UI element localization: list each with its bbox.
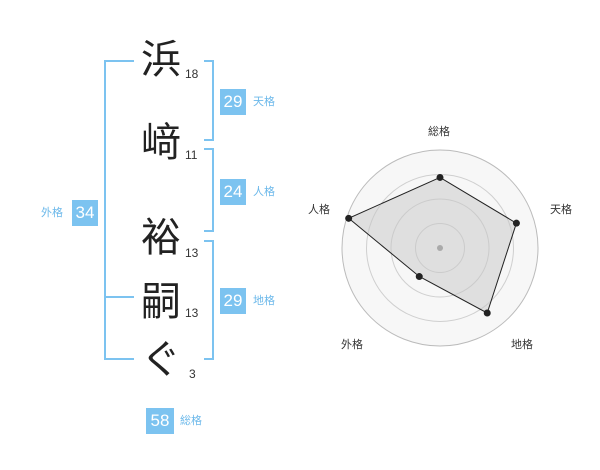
stroke-count-2: 11 — [185, 148, 198, 162]
chikaku-bracket — [204, 240, 214, 360]
soukaku-label: 総格 — [180, 414, 202, 427]
tenkaku-bracket — [204, 60, 214, 141]
jinkaku-label: 人格 — [253, 185, 275, 198]
radar-point-4 — [415, 273, 423, 281]
radar-label-chikaku: 地格 — [511, 338, 533, 351]
radar-point-1 — [436, 173, 444, 181]
chikaku-value: 29 — [220, 288, 246, 314]
stroke-count-1: 18 — [185, 67, 199, 81]
name-char-5: ぐ — [141, 337, 181, 383]
radar-point-5 — [345, 214, 353, 222]
stroke-count-3: 13 — [185, 246, 199, 260]
fortune-radar-chart — [341, 149, 539, 347]
radar-point-3 — [483, 309, 491, 317]
radar-point-2 — [512, 219, 520, 227]
tenkaku-value: 29 — [220, 89, 246, 115]
name-char-1: 浜 — [141, 37, 181, 83]
tenkaku-label: 天格 — [253, 95, 275, 108]
jinkaku-bracket — [204, 148, 214, 232]
name-char-3: 裕 — [141, 215, 181, 261]
jinkaku-value: 24 — [220, 179, 246, 205]
name-char-4: 嗣 — [141, 279, 181, 325]
radar-label-gaikaku: 外格 — [341, 338, 363, 351]
radar-label-soukaku: 総格 — [428, 125, 450, 138]
radar-value-polygon — [347, 176, 517, 314]
gaikaku-value: 34 — [72, 200, 98, 226]
chikaku-label: 地格 — [253, 294, 275, 307]
stroke-count-5: 3 — [189, 367, 196, 381]
gaikaku-bracket-tick — [104, 296, 134, 298]
stroke-count-4: 13 — [185, 306, 199, 320]
name-char-2: 﨑 — [141, 120, 181, 166]
gaikaku-label: 外格 — [41, 206, 63, 219]
gaikaku-bracket — [104, 60, 134, 360]
radar-label-jinkaku: 人格 — [308, 203, 330, 216]
radar-label-tenkaku: 天格 — [550, 203, 572, 216]
radar-center-dot — [437, 245, 443, 251]
soukaku-value: 58 — [146, 408, 174, 434]
